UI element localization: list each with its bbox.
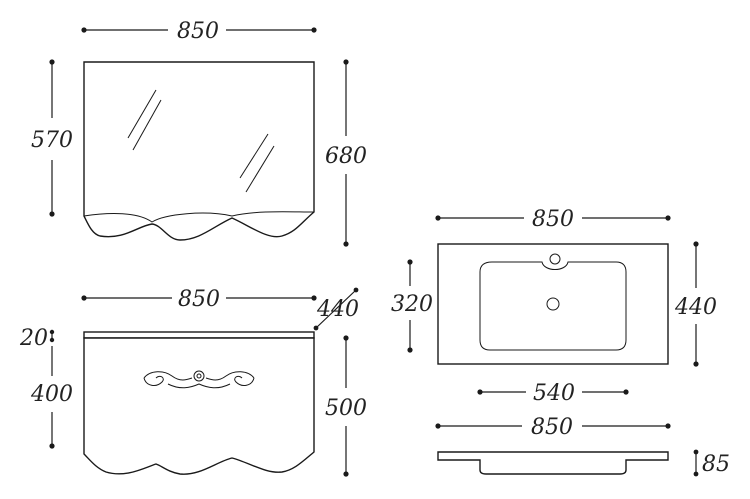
dim-mirror-height-total: 680 (325, 59, 367, 247)
mirror-height-visible-label: 570 (31, 128, 73, 153)
cabinet-top (83, 331, 315, 339)
cabinet-ornament (143, 370, 255, 389)
basin-bowl (479, 261, 627, 351)
basin-depth-inner-label: 320 (391, 292, 433, 317)
mirror-outline (83, 61, 315, 241)
cabinet-width-label: 850 (178, 287, 220, 312)
tap-hole (549, 253, 561, 265)
cabinet-total-height-label: 500 (325, 396, 367, 421)
basin-top-view: 850 320 440 540 (391, 207, 717, 406)
mirror-reflection-lines (127, 89, 275, 193)
cabinet-body-outline (83, 337, 315, 475)
cabinet-view: 850 440 20 400 500 (19, 287, 367, 477)
dim-cabinet-depth: 440 (313, 287, 359, 331)
dim-basin-width: 850 (435, 207, 671, 232)
mirror-inner-edge (83, 211, 315, 223)
dim-basin-side-width: 850 (435, 415, 671, 440)
cabinet-body-height-label: 400 (30, 382, 73, 407)
dim-cabinet-body-height: 400 (30, 346, 73, 449)
basin-top-outline (437, 243, 669, 365)
mirror-height-total-label: 680 (325, 144, 367, 169)
basin-bowl-width-label: 540 (533, 381, 575, 406)
cabinet-top-thickness-label: 20 (19, 326, 48, 351)
dim-cabinet-width: 850 (81, 287, 317, 312)
basin-depth-total-label: 440 (674, 295, 717, 320)
drain-hole (546, 297, 560, 311)
mirror-view: 850 570 680 (31, 19, 367, 247)
basin-side-outline (437, 451, 669, 475)
mirror-width-label: 850 (177, 19, 219, 44)
dim-basin-depth-inner: 320 (391, 259, 433, 353)
basin-side-height-label: 85 (702, 452, 730, 477)
dim-cabinet-top-thickness: 20 (19, 326, 55, 351)
dim-basin-depth-total: 440 (674, 241, 717, 367)
basin-width-label: 850 (532, 207, 574, 232)
dim-mirror-width: 850 (81, 19, 317, 44)
dim-mirror-height-visible: 570 (31, 59, 73, 217)
dim-basin-side-height: 85 (693, 449, 730, 477)
basin-side-view: 850 85 (435, 415, 730, 477)
dim-cabinet-total-height: 500 (325, 335, 367, 477)
basin-side-width-label: 850 (531, 415, 573, 440)
cabinet-depth-label: 440 (316, 297, 359, 322)
dim-basin-bowl-width: 540 (477, 381, 629, 406)
